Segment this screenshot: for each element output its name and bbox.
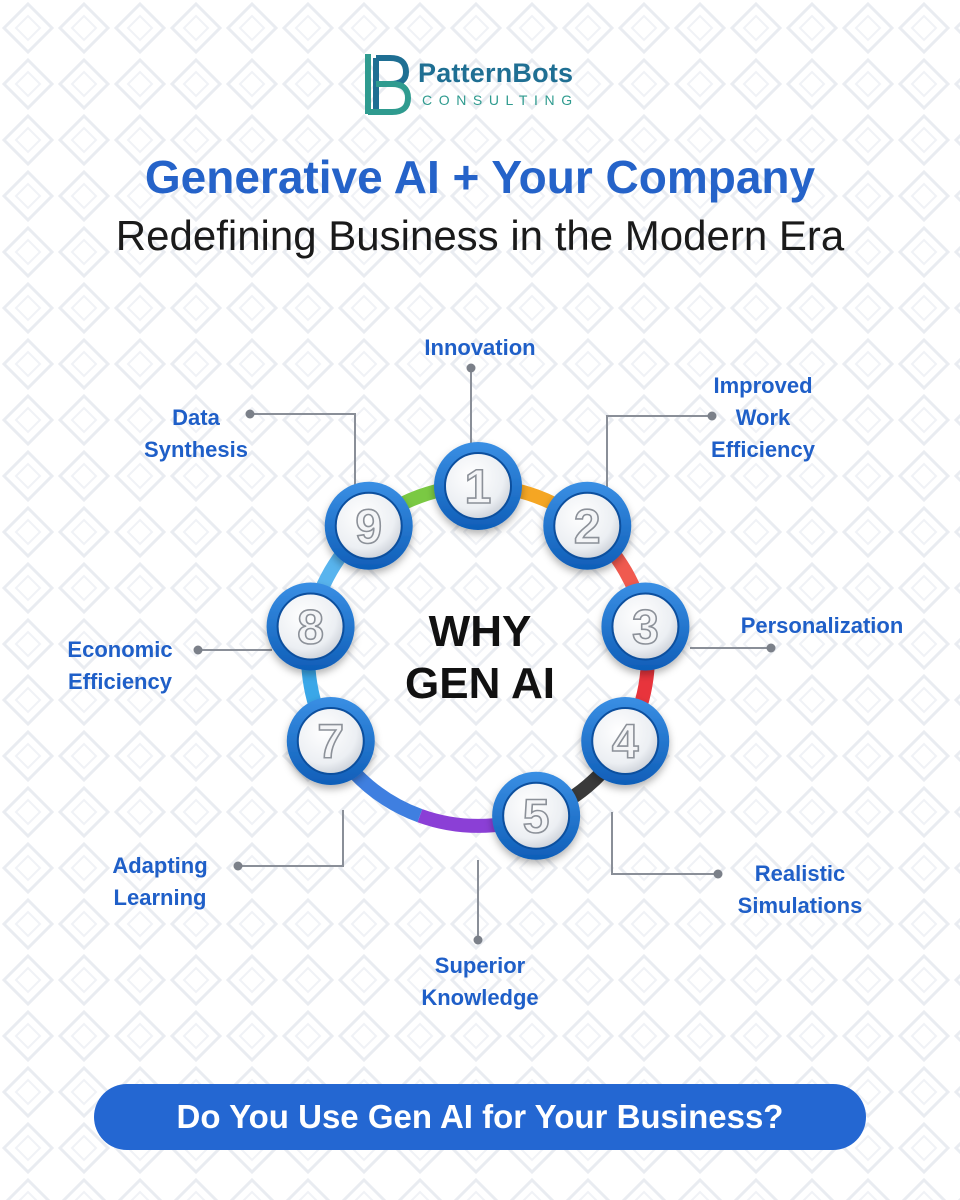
node-8: 8 [266,582,355,671]
connector-dot-9 [245,409,255,419]
node-label-line: Economic [67,637,173,662]
node-number: 4 [612,716,639,769]
brand-subtitle: CONSULTING [422,92,579,108]
node-number: 8 [297,601,324,654]
connector-line-4 [611,812,718,875]
connector-dot-5 [473,935,483,945]
node-disc [553,491,622,560]
node-number: 1 [465,461,492,514]
center-label-line1: WHY [428,607,532,656]
node-label-line: Efficiency [68,669,172,694]
node-label-line: Knowledge [421,985,539,1010]
node-label-line: Personalization [740,613,904,638]
node-number: 5 [523,791,550,844]
connector-dot-8 [193,645,203,655]
node-2: 2 [543,481,632,570]
node-disc [611,592,680,661]
node-3: 3 [601,582,690,671]
patternbots-logo-icon [365,54,412,115]
node-label-1: Innovation [380,332,580,364]
connector-line-2 [606,415,712,498]
node-disc [444,452,512,520]
node-label-line: Simulations [737,893,863,918]
connector-dot-3 [766,643,776,653]
node-9: 9 [324,481,413,570]
node-disc [334,491,403,560]
node-label-line: Work [735,405,791,430]
connector-dot-7 [233,861,243,871]
connector-dot-2 [707,411,717,421]
node-4: 4 [581,697,670,785]
node-number: 9 [355,501,382,554]
center-label-line2: GEN AI [405,659,555,708]
connector-dot-1 [466,363,476,373]
node-number: 3 [632,601,659,654]
brand-name: PatternBots [418,58,574,88]
node-1: 1 [434,442,522,530]
node-label-line: Improved [713,373,813,398]
node-disc [276,592,345,661]
brand-logo: PatternBots CONSULTING [362,50,602,120]
node-label-3: Personalization [712,610,932,642]
node-label-line: Superior [434,953,526,978]
page-title: Generative AI + Your Company [144,151,816,203]
center-label: WHY GEN AI [380,606,580,710]
node-label-line: Adapting [112,853,208,878]
node-label-line: Data [172,405,220,430]
node-disc [591,707,660,775]
node-label-line: Synthesis [144,437,248,462]
node-label-line: Efficiency [711,437,815,462]
node-5: 5 [492,771,581,860]
connector-line-9 [250,413,356,500]
node-label-line: Realistic [754,861,846,886]
connectors [193,363,776,945]
node-label-line: Learning [113,885,207,910]
cta-banner: Do You Use Gen AI for Your Business? [94,1084,866,1150]
node-number: 7 [317,716,344,769]
node-label-line: Innovation [424,335,536,360]
page-subtitle: Redefining Business in the Modern Era [115,212,845,259]
connector-dot-4 [713,869,723,879]
node-disc [502,781,571,850]
node-number: 2 [574,501,601,554]
node-disc [296,707,365,775]
node-7: 7 [286,697,375,785]
connector-line-7 [238,810,344,867]
